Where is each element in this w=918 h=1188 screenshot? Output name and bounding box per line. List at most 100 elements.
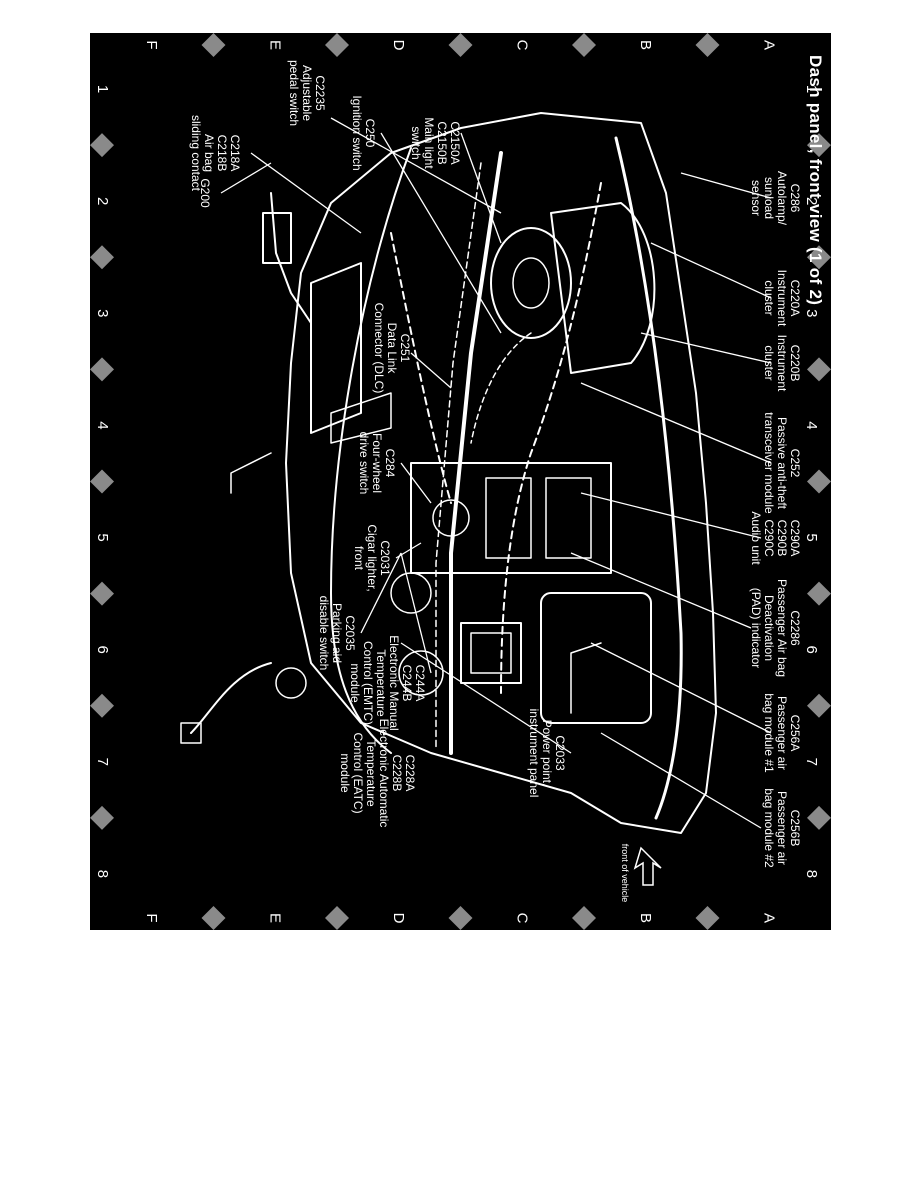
grid-label: 7 (803, 758, 820, 766)
callout-line: G200 (198, 178, 212, 208)
callout-line: instrument panel (527, 708, 541, 798)
callout-line: C2150B (435, 121, 449, 165)
grid-label: 2 (803, 197, 820, 205)
grid-label: B (637, 40, 654, 50)
callout-line: disable switch (317, 595, 331, 671)
grid-label: 4 (94, 421, 111, 429)
callout-line: (PAD) indicator (749, 587, 763, 669)
knee-bolster (310, 262, 362, 434)
grid-label: 7 (94, 758, 111, 766)
grid-label: 8 (94, 870, 111, 878)
callout-line: switch (409, 126, 423, 160)
steering-column (490, 227, 572, 339)
callout-line: Ignition switch (350, 95, 364, 171)
grid-divider-marker (90, 245, 114, 270)
grid-divider-marker (325, 906, 349, 930)
grid-label: A (760, 913, 777, 923)
cluster-hood (550, 202, 656, 374)
callout-line: Adjustable (300, 64, 314, 122)
callout-line: Parking aid (330, 602, 344, 664)
dash-panel-drawing (180, 112, 772, 886)
grid-divider-marker (572, 33, 596, 57)
callout-line: Control (EATC) (351, 732, 365, 814)
callout-line: Electronic Automatic (377, 718, 391, 828)
callout-line: Deactivation (762, 594, 776, 662)
grid-label: 2 (94, 197, 111, 205)
callout-line: Cigar lighter, (365, 524, 379, 592)
grid-divider-marker (90, 357, 114, 382)
grid-divider-marker (325, 33, 349, 57)
callout-line: Data Link (385, 322, 399, 374)
grid-label: 1 (94, 85, 111, 93)
grid-label: 5 (94, 533, 111, 541)
callout-line: C2031 (378, 540, 392, 576)
grid-label: E (266, 40, 283, 50)
grid-label: 1 (803, 85, 820, 93)
dash-lower-edge (330, 147, 412, 754)
grid-divider-marker (572, 906, 596, 930)
callout-line: C228B (390, 754, 404, 792)
wiring-harness (500, 182, 602, 694)
callout-label: front of vehicle (618, 813, 631, 933)
cross-car-beam (449, 151, 503, 755)
callout-label: G200 (198, 133, 212, 253)
grid-label: C (513, 913, 530, 924)
grid-divider-marker (90, 693, 114, 718)
grid-label: 5 (803, 533, 820, 541)
grid-divider-marker (807, 805, 831, 830)
grid-label: D (390, 40, 407, 51)
grid-label: F (143, 40, 160, 49)
callout-line: module (338, 753, 352, 793)
grid-divider-marker (695, 33, 720, 57)
callout-line: Passenger air (775, 790, 789, 866)
grid-divider-marker (807, 133, 831, 158)
dash-top-edge (614, 136, 683, 820)
grid-divider-marker (807, 469, 831, 494)
vent-right (398, 650, 444, 696)
callout-line: bag module #2 (762, 788, 776, 868)
callout-line: sensor (749, 179, 763, 217)
callout-line: C2286 (788, 610, 802, 646)
callout-line: Temperature (364, 739, 378, 807)
grid-label: F (143, 913, 160, 922)
grid-label: 8 (803, 870, 820, 878)
grid-divider-marker (90, 805, 114, 830)
front-of-vehicle-arrow (633, 846, 662, 886)
grid-divider-marker (807, 357, 831, 382)
callout-line: front of vehicle (620, 843, 630, 903)
callout-line: C218A (228, 134, 242, 172)
grid-divider-marker (695, 906, 720, 930)
grid-divider-marker (90, 469, 114, 494)
callout-line: C256B (788, 809, 802, 847)
grid-divider-marker (201, 906, 226, 930)
callout-line: C228A (403, 754, 417, 792)
grid-divider-marker (807, 245, 831, 270)
grid-label: 3 (94, 309, 111, 317)
callout-line: Connector (DLC) (372, 302, 386, 394)
grid-divider-marker (448, 906, 473, 930)
grid-label: C (513, 40, 530, 51)
grid-divider-marker (90, 581, 114, 606)
callout-line: C2235 (313, 75, 327, 111)
callout-line: C251 (398, 333, 412, 363)
callout-line: C2033 (553, 735, 567, 771)
dash-outline (285, 112, 717, 834)
grid-label: A (760, 40, 777, 50)
grid-label: 6 (94, 646, 111, 654)
callout-line: C250 (363, 118, 377, 148)
center-stack (410, 462, 612, 574)
callout-line: Power point, (540, 719, 554, 787)
g200-harness (270, 192, 312, 324)
callout-line: pedal switch (287, 59, 301, 127)
callout-line: Main light (422, 117, 436, 169)
